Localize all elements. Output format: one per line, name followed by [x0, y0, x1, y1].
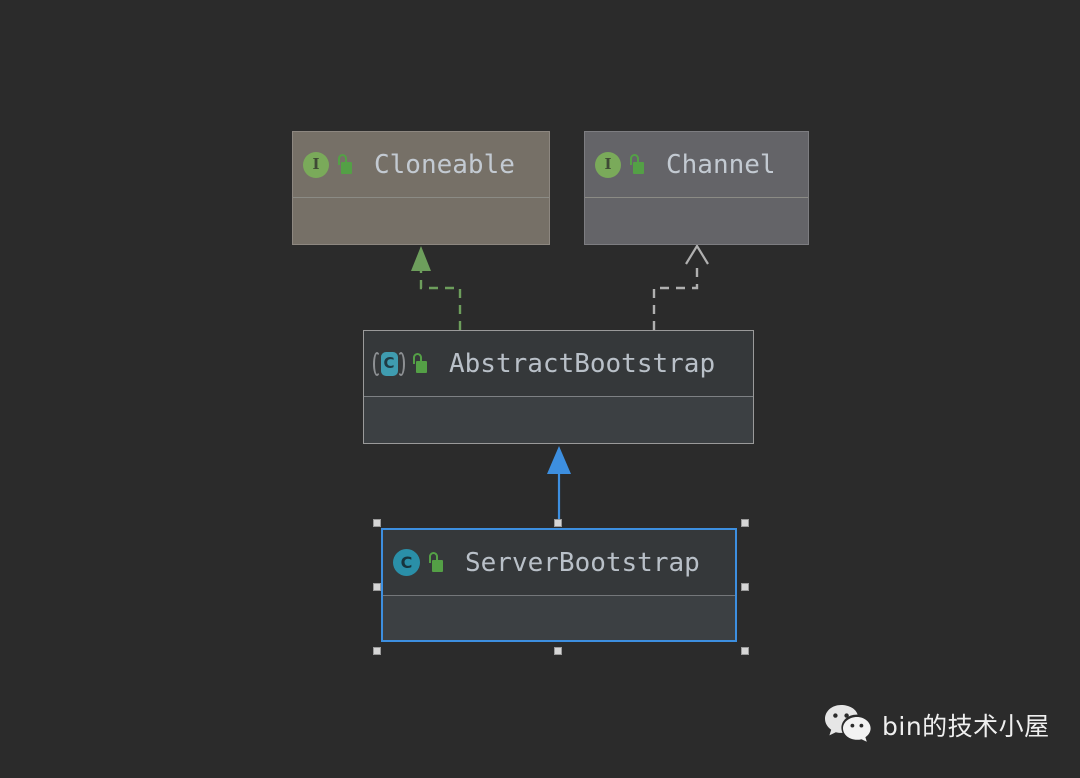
class-name-label: Cloneable — [374, 149, 515, 180]
wechat-logo-icon — [824, 703, 872, 747]
selection-handle-top-left[interactable] — [373, 519, 381, 527]
open-triangle-arrowhead-icon — [685, 243, 709, 265]
selection-handle-top-right[interactable] — [741, 519, 749, 527]
edge-line — [419, 270, 462, 330]
class-node-header: I Cloneable — [293, 132, 549, 198]
interface-icon: I — [595, 151, 621, 178]
class-node-header: C AbstractBootstrap — [364, 331, 753, 397]
class-node-members — [293, 198, 549, 244]
unlocked-padlock-icon — [426, 552, 443, 573]
selection-handle-bottom-left[interactable] — [373, 647, 381, 655]
filled-triangle-arrowhead-icon — [547, 446, 571, 474]
watermark-text: bin的技术小屋 — [882, 712, 1050, 741]
class-node-members — [585, 198, 808, 244]
class-node-abstract-bootstrap[interactable]: C AbstractBootstrap — [363, 330, 754, 444]
class-node-channel[interactable]: I Channel — [584, 131, 809, 245]
watermark: bin的技术小屋 — [824, 703, 1050, 747]
class-node-server-bootstrap[interactable]: C ServerBootstrap — [381, 528, 737, 642]
class-name-label: Channel — [666, 149, 776, 180]
filled-triangle-arrowhead-icon — [411, 246, 431, 271]
class-icon: C — [393, 549, 420, 576]
selection-handle-top-center[interactable] — [554, 519, 562, 527]
class-node-members — [383, 596, 735, 640]
edge-abstractbootstrap-implements-channel[interactable] — [652, 243, 709, 330]
class-node-header: I Channel — [585, 132, 808, 198]
unlocked-padlock-icon — [335, 154, 352, 175]
selection-handle-bottom-right[interactable] — [741, 647, 749, 655]
edge-abstractbootstrap-implements-cloneable[interactable] — [411, 246, 462, 330]
selection-handle-middle-right[interactable] — [741, 583, 749, 591]
class-node-cloneable[interactable]: I Cloneable — [292, 131, 550, 245]
selection-handle-middle-left[interactable] — [373, 583, 381, 591]
unlocked-padlock-icon — [627, 154, 644, 175]
class-node-members — [364, 397, 753, 443]
selection-handle-bottom-center[interactable] — [554, 647, 562, 655]
class-name-label: ServerBootstrap — [465, 547, 700, 578]
interface-icon: I — [303, 151, 329, 178]
class-name-label: AbstractBootstrap — [449, 348, 716, 379]
edge-serverbootstrap-extends-abstractbootstrap[interactable] — [547, 446, 571, 527]
unlocked-padlock-icon — [410, 353, 427, 374]
class-node-header: C ServerBootstrap — [383, 530, 735, 596]
abstract-class-icon: C — [373, 351, 405, 377]
edge-line — [652, 264, 699, 330]
